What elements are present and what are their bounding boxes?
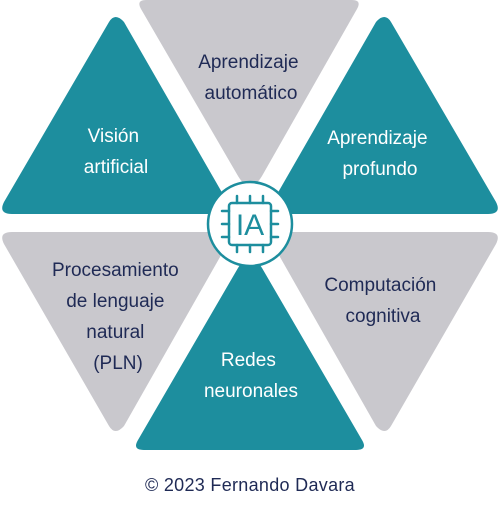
label-computacion-cognitiva: Computación cognitiva: [324, 275, 441, 327]
label-vision-artificial: Visión artificial: [84, 126, 148, 178]
label-redes-neuronales: Redes neuronales: [204, 350, 298, 402]
segment-aprendizaje-profundo: [272, 17, 498, 214]
segment-pln: [2, 232, 228, 431]
label-aprendizaje-automatico: Aprendizaje automático: [198, 52, 304, 104]
segment-aprendizaje-automatico: [139, 0, 359, 186]
center-label: IA: [236, 209, 264, 242]
center-badge: IA: [206, 180, 294, 268]
label-aprendizaje-profundo: Aprendizaje profundo: [327, 128, 433, 180]
label-pln: Procesamiento de lenguaje natural (PLN): [52, 260, 184, 374]
segment-computacion-cognitiva: [272, 232, 498, 431]
segment-vision-artificial: [2, 17, 228, 214]
chip-icon: [220, 194, 280, 254]
segment-redes-neuronales: [136, 258, 364, 450]
copyright-footer: © 2023 Fernando Davara: [145, 475, 355, 495]
